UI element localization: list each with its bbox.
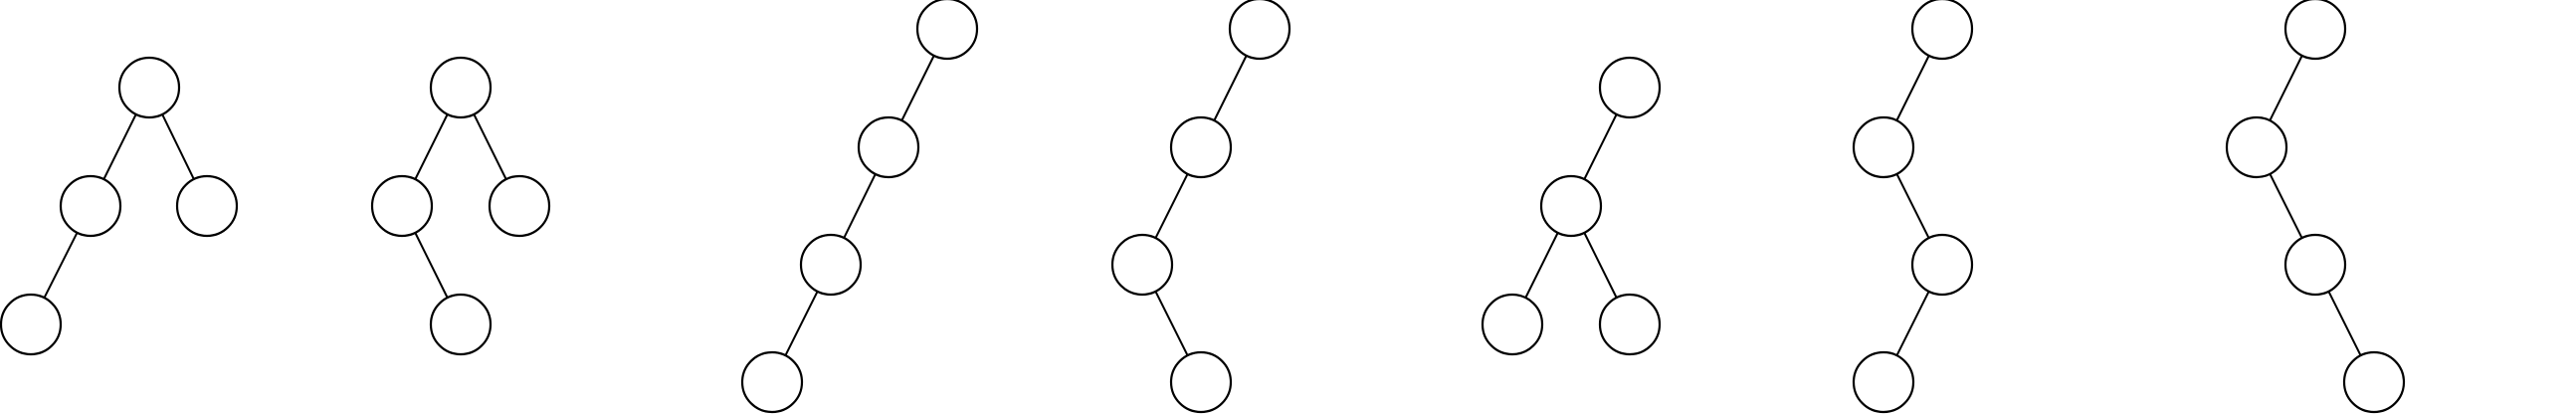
tree-node-lr	[1598, 293, 1662, 356]
tree-edge	[161, 112, 195, 181]
trees-layer	[0, 0, 2406, 414]
tree-node-root	[915, 0, 979, 61]
tree-edge	[784, 290, 819, 357]
tree-node-l	[1852, 115, 1915, 179]
tree-node-ll	[0, 293, 63, 356]
tree-node-l	[857, 115, 920, 179]
tree-node-ll	[1110, 233, 1174, 297]
tree-node-l	[370, 174, 434, 238]
tree-edge	[1583, 112, 1618, 181]
tree-edge	[1895, 54, 1930, 122]
tree-node-root	[1910, 0, 1974, 61]
tree-edge	[43, 231, 79, 300]
tree-node-lr	[1910, 233, 1974, 297]
tree-1	[0, 56, 239, 356]
tree-edge	[1154, 172, 1189, 240]
tree-edge	[1154, 290, 1189, 357]
tree-7	[2225, 0, 2406, 414]
tree-node-root	[2283, 0, 2347, 61]
tree-node-r	[488, 174, 551, 238]
tree-node-ll	[1481, 293, 1544, 356]
tree-edge	[2327, 290, 2362, 357]
tree-node-lr	[429, 293, 493, 356]
tree-edge	[102, 112, 137, 181]
tree-edge	[1583, 231, 1618, 300]
tree-node-l	[59, 174, 122, 238]
tree-node-l	[2225, 115, 2288, 179]
tree-edge	[473, 112, 507, 181]
tree-edge	[414, 112, 449, 181]
tree-node-root	[1228, 0, 1291, 61]
tree-node-llr	[1169, 350, 1233, 414]
tree-node-root	[1598, 56, 1662, 119]
tree-node-root	[117, 56, 181, 119]
tree-6	[1852, 0, 1974, 414]
tree-5	[1481, 56, 1662, 356]
tree-edge	[843, 172, 877, 240]
tree-node-l	[1169, 115, 1233, 179]
tree-node-ll	[799, 233, 863, 297]
tree-edge	[2269, 54, 2303, 122]
tree-edge	[900, 54, 935, 122]
tree-edge	[414, 231, 449, 300]
tree-node-lrl	[1852, 350, 1915, 414]
tree-edge	[1524, 231, 1559, 300]
tree-4	[1110, 0, 1291, 414]
tree-2	[370, 56, 551, 356]
tree-edge	[1895, 172, 1930, 240]
tree-node-lr	[2283, 233, 2347, 297]
tree-node-lrr	[2342, 350, 2406, 414]
tree-node-lll	[740, 350, 804, 414]
tree-3	[740, 0, 979, 414]
tree-edge	[2269, 172, 2303, 240]
tree-node-root	[429, 56, 493, 119]
tree-node-l	[1539, 174, 1603, 238]
tree-node-r	[175, 174, 239, 238]
tree-edge	[1213, 54, 1248, 122]
tree-edge	[1895, 290, 1930, 357]
